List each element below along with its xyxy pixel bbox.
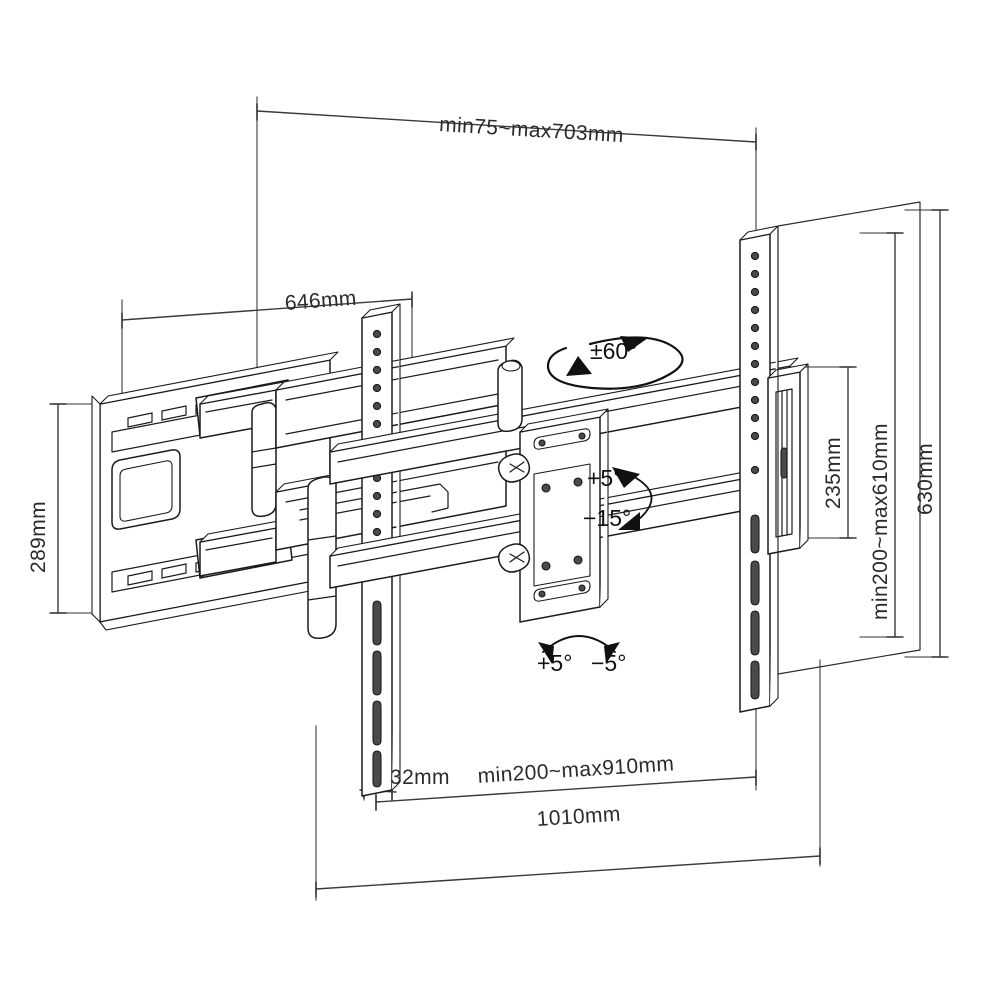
vesa-rail-right <box>739 225 779 713</box>
dim-vesa-height-range <box>859 232 904 638</box>
tilt-bracket-plate <box>497 408 609 623</box>
tv-panel-outline <box>777 201 921 675</box>
dim-label-wall-plate-height: 289mm <box>27 500 50 573</box>
sliding-bracket-right <box>767 363 809 555</box>
dim-wall-plate-width <box>121 291 413 411</box>
tilt-arrow-icon <box>612 467 653 530</box>
angle-label-swivel: ±60° <box>590 338 638 364</box>
angle-label-level-minus: −5° <box>591 650 627 676</box>
swivel-arrow-icon <box>546 336 684 390</box>
level-arrow-icon <box>538 635 620 664</box>
dim-overall-width <box>315 659 821 901</box>
angle-label-tilt-down: −15° <box>583 505 632 531</box>
dim-label-rail-depth: 32mm <box>390 766 450 789</box>
dim-label-vesa-height-range: min200~max610mm <box>869 423 892 620</box>
dim-overall-height <box>904 209 949 658</box>
dim-top-extension <box>256 96 757 391</box>
hinge-pin-top <box>497 359 523 433</box>
dim-label-bracket-height: 235mm <box>822 436 845 509</box>
angle-label-level-plus: +5° <box>537 650 573 676</box>
dim-label-overall-height: 630mm <box>914 442 937 515</box>
arm-lower <box>195 519 293 579</box>
angle-label-tilt-up: +5° <box>587 465 623 491</box>
arm-upper <box>195 379 293 518</box>
